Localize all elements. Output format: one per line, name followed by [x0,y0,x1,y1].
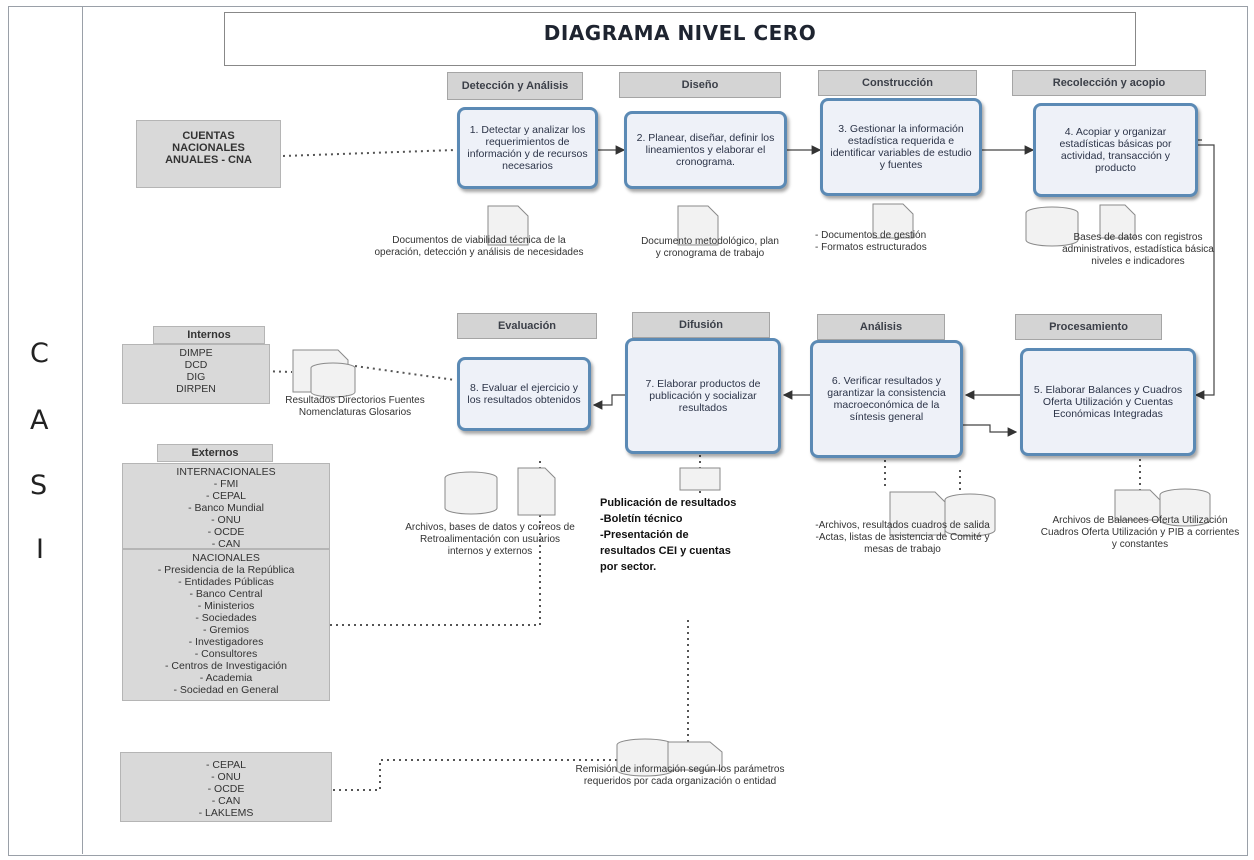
nacionales-item: - Ministerios [197,600,255,612]
nacionales-item: - Presidencia de la República [157,564,295,576]
diagram-title-box: DIAGRAMA NIVEL CERO [224,12,1136,66]
internacionales-item: - FMI [213,478,239,490]
publication-line-3: -Presentación de [600,529,689,541]
phase-difusion: Difusión [632,312,770,338]
internacionales-header: INTERNACIONALES [176,466,276,478]
cuentas-nacionales-box: CUENTAS NACIONALES ANUALES - CNA [136,120,281,188]
casi-letter-a: A [30,405,49,436]
note-doc8: Archivos, bases de datos y correos de Re… [405,522,575,557]
casi-letter-i: I [36,534,44,565]
note-doc3: - Documentos de gestión - Formatos estru… [815,230,927,253]
dotted-p5-doc [1090,454,1141,490]
process-3: 3. Gestionar la información estadística … [820,98,982,196]
externos-header: Externos [157,444,273,462]
nacionales-item: - Sociedad en General [173,684,279,696]
bottom-list-item: - ONU [211,771,241,783]
internos-item: DIMPE [179,347,213,359]
process-6: 6. Verificar resultados y garantizar la … [810,340,963,458]
internos-list: DIMPE DCD DIG DIRPEN [122,344,270,404]
dotted-cna-p1 [282,149,456,157]
nacionales-item: - Sociedades [195,612,257,624]
nacionales-header: NACIONALES [192,552,260,564]
nacionales-item: - Academia [199,672,253,684]
nacionales-item: - Consultores [194,648,258,660]
doc-icon-8 [517,467,556,516]
internacionales-item: - OCDE [207,526,245,538]
process-7: 7. Elaborar productos de publicación y s… [625,338,781,454]
phase-analisis: Análisis [817,314,945,340]
nacionales-item: - Investigadores [188,636,264,648]
nacionales-item: - Centros de Investigación [165,660,287,672]
process-1: 1. Detectar y analizar los requerimiento… [457,107,598,189]
cuentas-nacionales-label: CUENTAS NACIONALES ANUALES - CNA [165,130,252,166]
internacionales-item: - Banco Mundial [188,502,264,514]
dotted-res-p8 [354,365,456,381]
note-doc6: -Archivos, resultados cuadros de salida … [815,520,990,555]
doc-icon-3 [872,203,914,239]
publication-line-4: resultados CEI y cuentas [600,545,731,557]
doc-icon-7 [679,467,721,491]
note-doc5: Archivos de Balances Oferta Utilización … [1040,515,1240,550]
internacionales-item: - CEPAL [205,490,247,502]
db-icon-4 [1025,213,1079,247]
arrow-p7-p8 [592,394,625,410]
note-doc-bottom: Remisión de información según los paráme… [575,764,785,787]
bottom-organizations-list: - CEPAL - ONU - OCDE - CAN - LAKLEMS [120,752,332,822]
casi-divider [82,6,83,854]
bottom-list-item: - LAKLEMS [198,807,254,819]
publication-line-5: por sector. [600,561,657,573]
process-8: 8. Evaluar el ejercicio y los resultados… [457,357,591,431]
casi-letter-s: S [30,470,48,501]
phase-procesamiento: Procesamiento [1015,314,1162,340]
diagram-title: DIAGRAMA NIVEL CERO [543,21,817,45]
db-icon-bottom [616,745,674,777]
doc-icon-bottom [667,741,723,771]
arrow-p6-p5 [963,424,1018,437]
phase-deteccion: Detección y Análisis [447,72,583,100]
doc-icon-1 [487,205,529,246]
externos-internacionales-list: INTERNACIONALES - FMI - CEPAL - Banco Mu… [122,463,330,550]
nacionales-item: - Entidades Públicas [178,576,274,588]
db-icon-8 [444,478,498,515]
publication-line-2: -Boletín técnico [600,513,683,525]
db-icon-6 [944,500,996,537]
note-doc4: Bases de datos con registros administrat… [1062,232,1214,267]
nacionales-item: - Gremios [202,624,250,636]
phase-recoleccion: Recolección y acopio [1012,70,1206,96]
internacionales-item: - ONU [211,514,241,526]
externos-nacionales-list: NACIONALES - Presidencia de la República… [122,549,330,701]
casi-letter-c: C [30,338,49,369]
note-doc2: Documento metodológico, plan y cronogram… [641,236,779,259]
internos-item: DIG [186,371,206,383]
nacionales-item: - Banco Central [189,588,263,600]
internacionales-item: - CAN [211,538,241,550]
dotted-internos [224,369,293,373]
db-icon-5 [1159,495,1211,527]
db-icon-res [310,368,356,398]
publication-line-1: Publicación de resultados [600,497,737,509]
phase-evaluacion: Evaluación [457,313,597,339]
bottom-list-item: - CAN [211,795,241,807]
doc-icon-2 [677,205,719,246]
internos-item: DCD [184,359,208,371]
process-2: 2. Planear, diseñar, definir los lineami… [624,111,787,189]
arrow-p4-p5-loop [1194,144,1215,400]
bottom-list-item: - OCDE [207,783,245,795]
bottom-list-item: - CEPAL [205,759,247,771]
doc-icon-4 [1099,204,1136,239]
dotted-bottom-list [333,759,620,791]
phase-diseno: Diseño [619,72,781,98]
publication-block: Publicación de resultados -Boletín técni… [600,495,736,575]
phase-construccion: Construcción [818,70,977,96]
process-4: 4. Acopiar y organizar estadísticas bási… [1033,103,1198,197]
internos-header: Internos [153,326,265,344]
note-doc1: Documentos de viabilidad técnica de la o… [374,235,584,258]
note-doc-res: Resultados Directorios Fuentes Nomenclat… [285,395,425,418]
outer-frame [8,6,1248,856]
process-5: 5. Elaborar Balances y Cuadros Oferta Ut… [1020,348,1196,456]
internos-item: DIRPEN [176,383,216,395]
